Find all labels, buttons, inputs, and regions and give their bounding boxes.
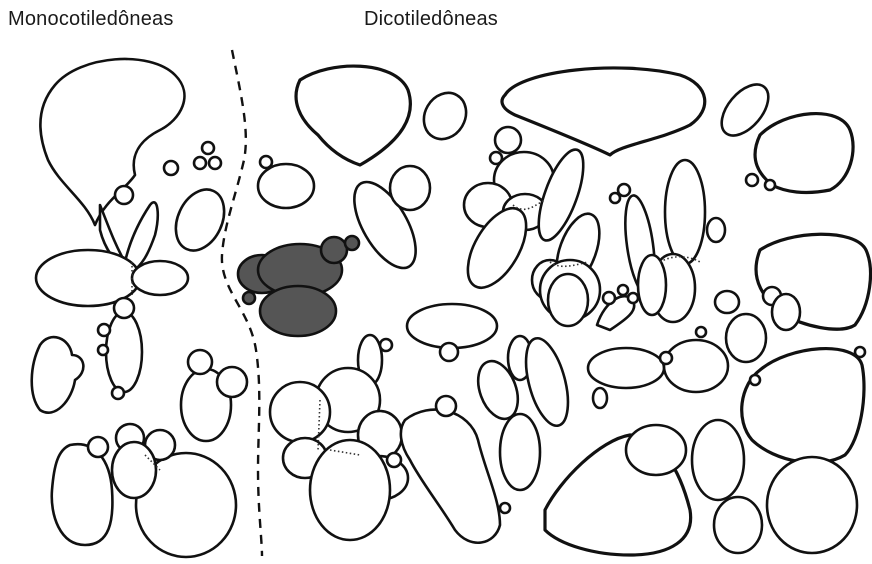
dicot-pair-right — [390, 166, 430, 210]
monocot-triad-c — [209, 157, 221, 169]
monocot-grain-right-mid — [132, 261, 188, 295]
monocot-bottom-mid — [112, 442, 156, 498]
dicot-small-oval-top — [416, 85, 475, 147]
highlighted-grain-bud2 — [345, 236, 359, 250]
dicot-column-mid-bud — [380, 339, 392, 351]
dicot-tube-bud3 — [628, 293, 638, 303]
dicot-bottom-teardrop — [401, 410, 500, 543]
dicot-bottom-oval-b — [692, 420, 744, 500]
dicot-blob-right-lower2-bud2 — [855, 347, 865, 357]
monocot-cluster-top — [188, 350, 212, 374]
dicot-lower-cluster-left — [270, 382, 330, 442]
monocot-lobe-left — [32, 337, 84, 413]
dicot-lower-cluster-big — [310, 440, 390, 540]
dicot-bottom-oval-d — [767, 457, 857, 553]
highlighted-grain-bud3 — [243, 292, 255, 304]
monocot-column-side1 — [98, 324, 110, 336]
dicot-stack-4 — [548, 274, 588, 326]
dicot-blob-right-lower2 — [742, 349, 864, 463]
monocot-bud — [115, 186, 133, 204]
dicot-blob-right-lower — [772, 294, 800, 330]
dicot-blob-right-lower2-bud — [750, 375, 760, 385]
dicot-blob-bud1 — [746, 174, 758, 186]
dicot-leaf-4 — [500, 414, 540, 490]
dicot-blob-bud2 — [765, 180, 775, 190]
dicot-lower-cluster-bud — [387, 453, 401, 467]
monocot-grain-large-top — [40, 59, 184, 225]
dicot-tall-right — [665, 160, 705, 264]
monocot-column — [106, 312, 142, 392]
dicot-tube-bud1 — [603, 292, 615, 304]
dicot-oval-mid-left — [407, 304, 497, 348]
dicot-pill-1 — [588, 348, 664, 388]
monocot-triad-a — [202, 142, 214, 154]
dicot-tall-bud2 — [610, 193, 620, 203]
dicot-bottom-teardrop-bud — [436, 396, 456, 416]
dicot-pill-3 — [726, 314, 766, 362]
dicot-small-oval-mid2 — [715, 291, 739, 313]
dicot-oval-left — [258, 164, 314, 208]
dicot-cluster-top-bud — [495, 127, 521, 153]
dicot-bottom-oval-a — [626, 425, 686, 475]
dicot-small-oval-right — [593, 388, 607, 408]
dicot-small-dot-top — [260, 156, 272, 168]
monocot-column-side2 — [98, 345, 108, 355]
highlighted-grain-bud1 — [321, 237, 347, 263]
dicot-small-oval-mid — [707, 218, 725, 242]
dicot-dome-top — [502, 68, 705, 155]
dicot-bottom-oval-c — [714, 497, 762, 553]
monocot-small-dot — [164, 161, 178, 175]
dicot-oval-mid-bud — [440, 343, 458, 361]
monocot-cluster-right — [217, 367, 247, 397]
dicot-tube-bud2 — [618, 285, 628, 295]
dicot-pill-bud — [660, 352, 672, 364]
monocot-bottom-dot — [88, 437, 108, 457]
dicot-pill-bud2 — [696, 327, 706, 337]
monocot-column-bottom — [112, 387, 124, 399]
monocot-triad-b — [194, 157, 206, 169]
monocot-column-top — [114, 298, 134, 318]
dicot-pill-2 — [664, 340, 728, 392]
dicot-bottom-teardrop-bud2 — [500, 503, 510, 513]
monocot-bottom-left — [52, 444, 113, 545]
dicot-tall-lower2 — [638, 255, 666, 315]
dicot-bell-top-left — [296, 66, 410, 165]
highlighted-grain-lower — [260, 286, 336, 336]
